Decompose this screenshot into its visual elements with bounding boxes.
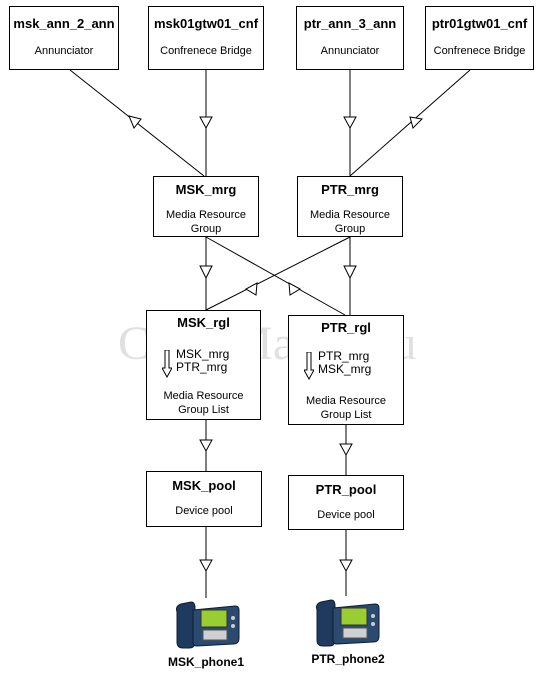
pool-box-ptr: PTR_pool Device pool [288,475,404,530]
mrg-box-ptr: PTR_mrg Media Resource Group [297,176,403,237]
box-title: MSK_pool [172,478,236,493]
arrowhead-icon [199,265,213,280]
box-title: msk_ann_2_ann [13,16,115,31]
connector-msk-mrg-to-ptr-rgl [205,236,346,316]
order-down-arrow-icon [162,350,172,378]
arrowhead-icon [199,439,213,453]
box-subtitle: Device pool [317,509,375,521]
arrowhead-icon [128,115,142,129]
mrg-box-msk: MSK_mrg Media Resource Group [153,176,259,237]
arrowhead-icon [409,116,424,129]
mrg-order-list-ptr: PTR_mrg MSK_mrg [318,350,371,376]
order-down-arrow-icon [304,352,314,380]
phone-label-ptr: PTR_phone2 [311,652,385,666]
list-item: PTR_mrg [318,349,370,363]
box-title: PTR_pool [315,482,377,497]
list-item: MSK_mrg [176,347,230,361]
box-title: ptr01gtw01_cnf [431,16,528,31]
conference-bridge-box-msk: msk01gtw01_cnf Confrenece Bridge [148,6,264,70]
connector-ptr-mrg-to-msk-rgl [205,236,351,311]
arrowhead-icon [343,116,357,130]
box-subtitle: Media Resource Group [309,209,391,235]
box-subtitle: Annunciator [320,45,380,57]
phone-label-msk: MSK_phone1 [167,655,244,669]
mrg-order-list-msk: MSK_mrg PTR_mrg [176,348,229,374]
box-subtitle: Media Resource Group [165,209,247,235]
pool-box-msk: MSK_pool Device pool [146,471,262,527]
ip-phone-icon [316,599,380,647]
arrowhead-icon [244,282,258,296]
box-title: ptr_ann_3_ann [303,16,397,31]
arrowhead-icon [199,559,213,573]
box-subtitle: Device pool [175,505,233,517]
arrowhead-icon [343,265,357,280]
annunciator-box-msk: msk_ann_2_ann Annunciator [9,6,119,70]
box-title: MSK_rgl [177,315,230,330]
arrowhead-icon [288,282,302,296]
box-subtitle: Confrenece Bridge [160,45,252,57]
box-subtitle: Media Resource Group List [305,395,387,421]
box-title: PTR_mrg [321,182,379,197]
box-subtitle: Media Resource Group List [163,390,244,416]
annunciator-box-ptr: ptr_ann_3_ann Annunciator [296,6,404,70]
arrowhead-icon [339,559,353,573]
box-subtitle: Annunciator [34,45,94,57]
arrowhead-icon [199,116,213,130]
arrowhead-icon [339,443,353,457]
box-title: PTR_rgl [321,320,371,335]
ip-phone-icon [176,601,240,649]
list-item: MSK_mrg [318,362,372,376]
list-item: PTR_mrg [176,360,228,374]
conference-bridge-box-ptr: ptr01gtw01_cnf Confrenece Bridge [425,6,534,70]
box-subtitle: Confrenece Bridge [433,45,526,57]
connector-ptr-cnf-to-ptr-mrg [349,69,471,177]
box-title: msk01gtw01_cnf [153,16,259,31]
box-title: MSK_mrg [175,182,237,197]
